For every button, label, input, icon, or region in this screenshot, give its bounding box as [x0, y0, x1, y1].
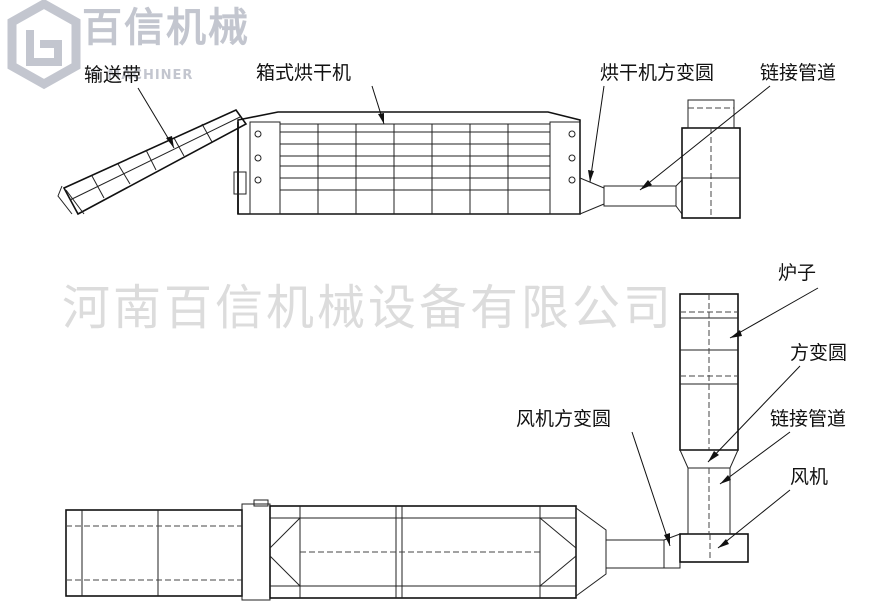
label-connecting-pipe-top: 链接管道: [760, 62, 837, 84]
bottom-dryer-body: [65, 499, 607, 601]
label-dryer-transition: 烘干机方变圆: [600, 62, 715, 84]
brand-logo-icon: [7, 0, 81, 90]
conveyor-belt: [57, 108, 248, 216]
box-dryer: [233, 111, 581, 215]
label-box-dryer: 箱式烘干机: [256, 62, 352, 84]
label-conveyor: 输送带: [84, 64, 142, 86]
label-fan-transition: 风机方变圆: [516, 408, 612, 430]
bottom-pipe-and-fan: [605, 533, 749, 569]
label-transition: 方变圆: [790, 342, 848, 364]
logo-subtext: N MACHINER: [90, 68, 194, 83]
top-furnace: [681, 99, 741, 219]
leader-lines: [137, 85, 819, 549]
label-connecting-pipe-bottom: 链接管道: [770, 408, 847, 430]
label-fan: 风机: [790, 466, 829, 488]
top-transition-and-pipe: [579, 177, 683, 215]
logo-text: 百信机械: [82, 5, 250, 51]
label-furnace: 炉子: [778, 262, 817, 284]
bottom-furnace: [679, 293, 739, 535]
watermark: 河南百信机械设备有限公司: [62, 280, 675, 336]
